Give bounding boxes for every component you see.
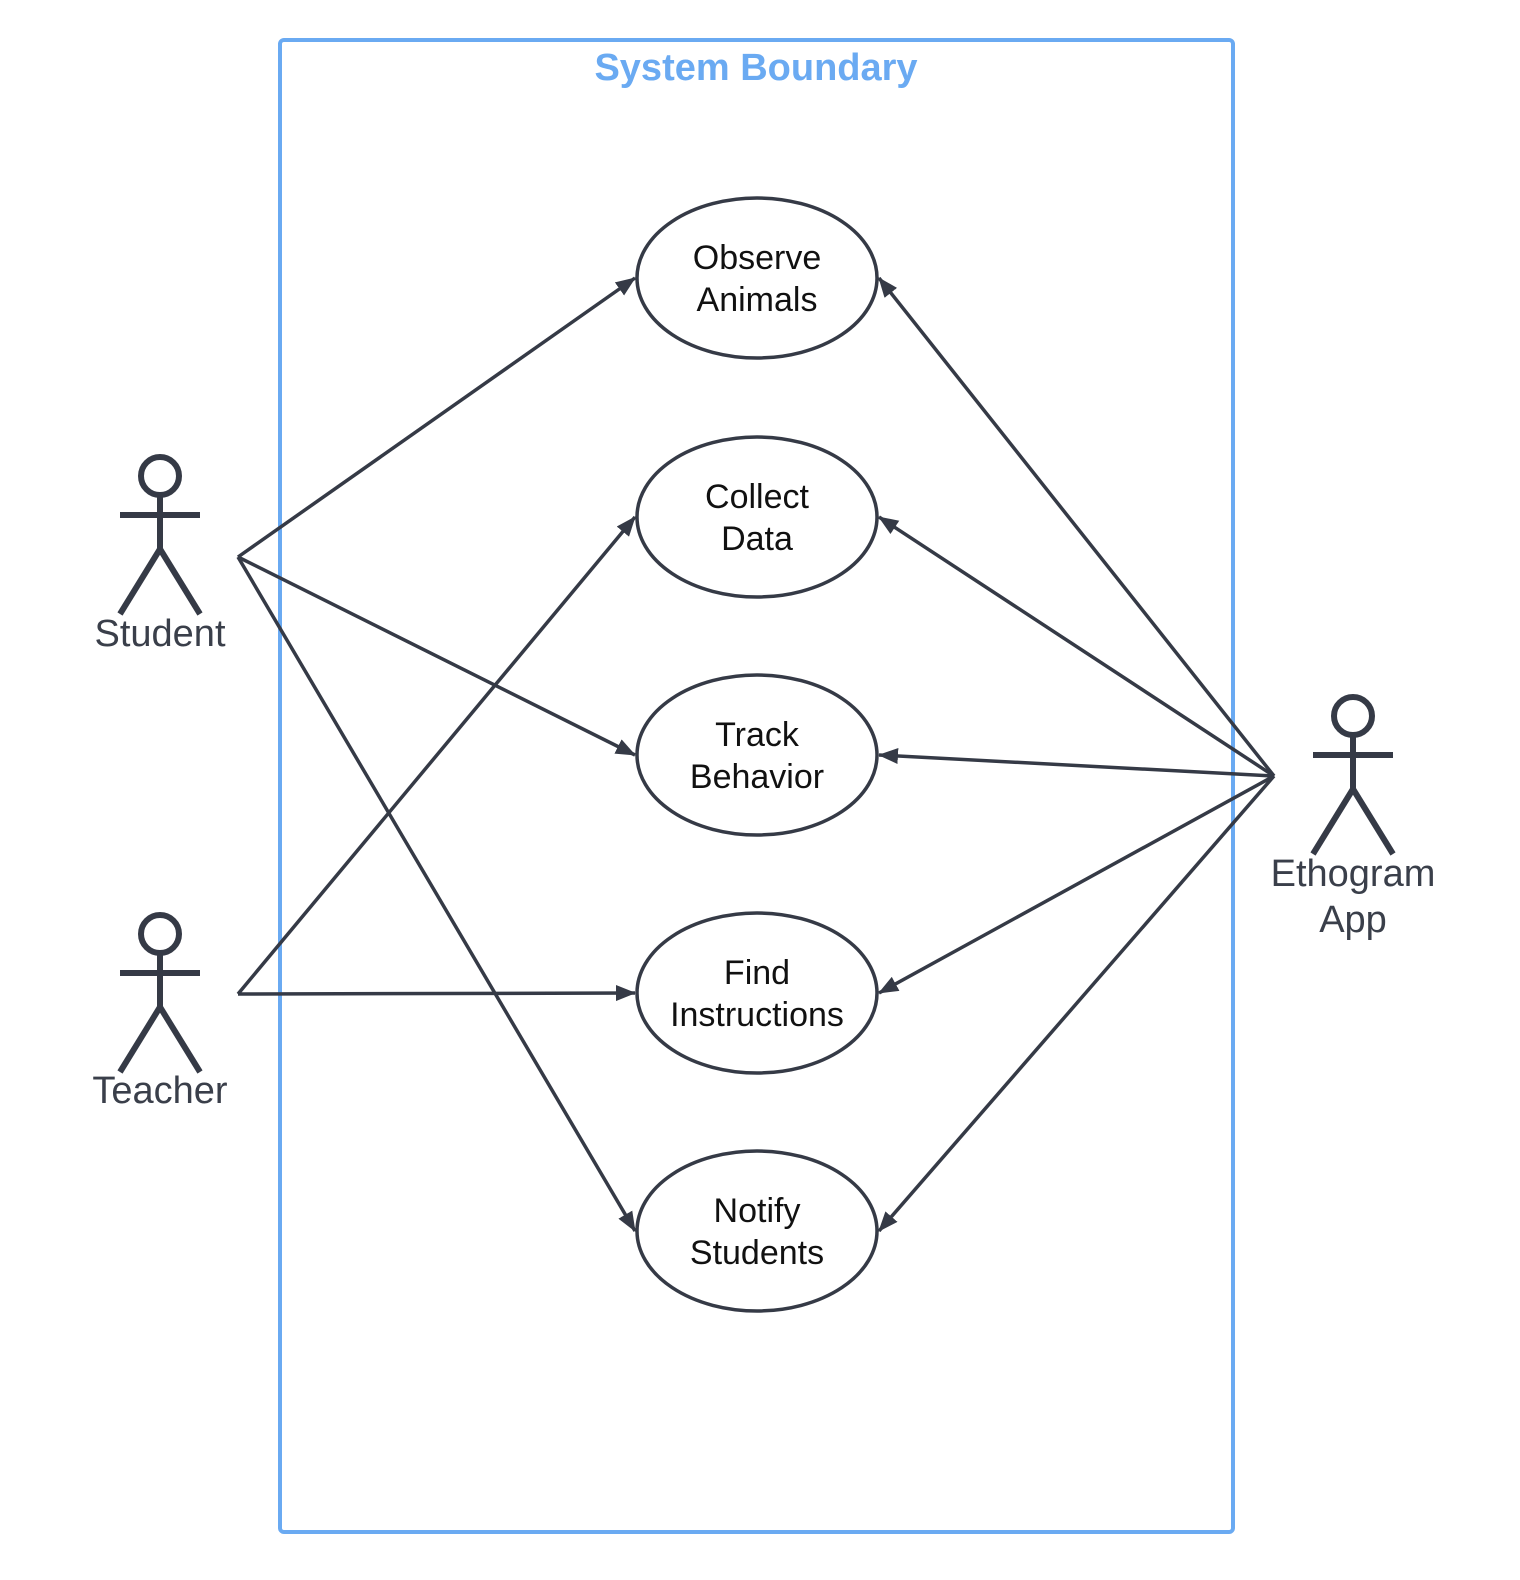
use-cases: ObserveAnimalsCollectDataTrackBehaviorFi… — [635, 196, 879, 1313]
use-case-label: Instructions — [670, 996, 844, 1034]
use-case-label: Collect — [705, 478, 809, 516]
association-student-observe — [236, 276, 637, 559]
association-teacher-find — [237, 985, 636, 1002]
use-case-label: Behavior — [690, 758, 824, 796]
system-boundary-title: System Boundary — [594, 47, 917, 89]
use-case-ellipse — [635, 673, 879, 837]
association-student-track — [237, 555, 636, 757]
use-case-label: Observe — [693, 239, 822, 277]
use-case-label: Notify — [714, 1192, 801, 1230]
stick-figure-icon — [117, 454, 203, 616]
actor-teacher: Teacher — [92, 912, 228, 1112]
association-ethogram-collect — [878, 515, 1275, 778]
use-case-label: Animals — [697, 281, 818, 319]
use-case-label: Track — [715, 716, 800, 754]
association-student-notify — [236, 556, 637, 1232]
use-case-label: Data — [721, 520, 793, 558]
use-case-ellipse — [635, 435, 879, 599]
actor-label: App — [1319, 899, 1387, 941]
use-case-ellipse — [635, 196, 879, 360]
use-case-ellipse — [635, 911, 879, 1075]
stick-figure-icon — [1310, 694, 1396, 856]
association-ethogram-find — [878, 774, 1275, 995]
association-teacher-collect — [236, 515, 637, 996]
system-boundary — [278, 38, 1235, 1534]
association-ethogram-observe — [877, 276, 1276, 778]
use-case-ellipse — [635, 1149, 879, 1313]
association-ethogram-notify — [877, 774, 1276, 1233]
actor-student: Student — [95, 454, 226, 655]
actor-label: Teacher — [92, 1070, 228, 1112]
actor-label: Student — [95, 613, 226, 655]
association-ethogram-track — [878, 748, 1275, 778]
associations — [236, 276, 1276, 1233]
use-case-label: Find — [724, 954, 790, 992]
actor-label: Ethogram — [1271, 853, 1436, 895]
stick-figure-icon — [117, 912, 203, 1074]
use-case-label: Students — [690, 1234, 824, 1272]
